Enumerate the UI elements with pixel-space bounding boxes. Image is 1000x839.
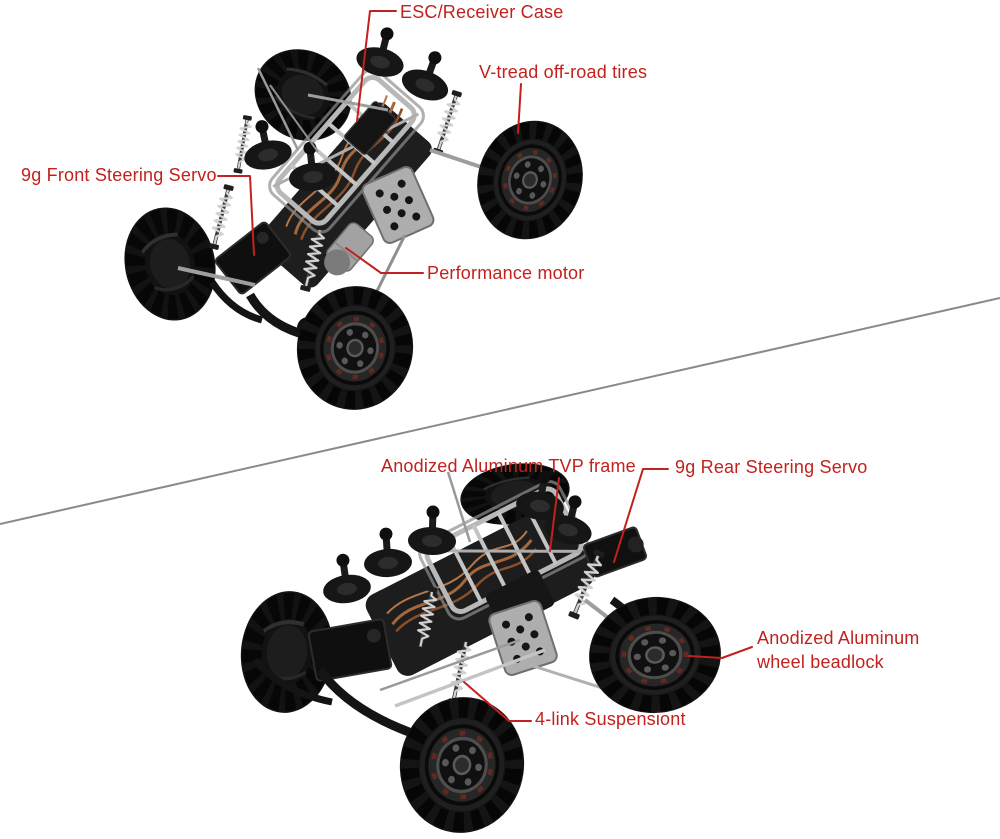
car1-rear-left-wheel <box>114 199 226 329</box>
callout-label-front-steering-servo: 9g Front Steering Servo <box>21 165 217 185</box>
car2-front-right-wheel <box>583 590 726 719</box>
callout-label-esc-receiver-case: ESC/Receiver Case <box>400 2 564 22</box>
car1-axle-links <box>177 93 506 350</box>
car1-cross-rod <box>269 84 319 153</box>
car2-front-left-wheel <box>391 689 533 839</box>
car2-antenna-rod <box>446 471 472 543</box>
diagonal-divider-line <box>0 297 1000 525</box>
callout-line-rear-steering-servo <box>613 468 669 563</box>
rc-car-top-view <box>114 22 598 419</box>
car1-front-left-wheel <box>287 277 423 419</box>
four-link-rod <box>394 648 546 708</box>
callout-label-tvp-frame: Anodized Aluminum TVP frame <box>381 456 636 476</box>
callout-label-rear-steering-servo: 9g Rear Steering Servo <box>675 457 868 477</box>
callout-line-tvp-frame <box>549 477 560 552</box>
car1-front-right-wheel <box>462 107 598 253</box>
callout-line-v-tread-tires <box>517 83 522 134</box>
car1-performance-motor <box>324 222 374 276</box>
callout-line-front-steering-servo <box>217 175 255 256</box>
callout-label-four-link-suspension: 4-link Suspensiont <box>535 709 686 729</box>
callout-label-v-tread-tires: V-tread off-road tires <box>479 62 648 82</box>
callout-line-performance-motor <box>345 247 424 274</box>
callout-line-four-link-suspension <box>463 681 532 722</box>
car2-wiring <box>386 530 537 633</box>
callout-label-wheel-beadlock: Anodized Aluminum wheel beadlock <box>757 628 920 672</box>
callout-line-wheel-beadlock <box>688 646 753 659</box>
car1-antenna-rod <box>256 67 300 151</box>
callout-lines <box>217 10 753 722</box>
callout-label-performance-motor: Performance motor <box>427 263 585 283</box>
callout-line-esc-receiver-case <box>356 10 397 122</box>
rc-car-bottom-view <box>235 457 727 839</box>
car2-front-servo <box>307 618 393 682</box>
